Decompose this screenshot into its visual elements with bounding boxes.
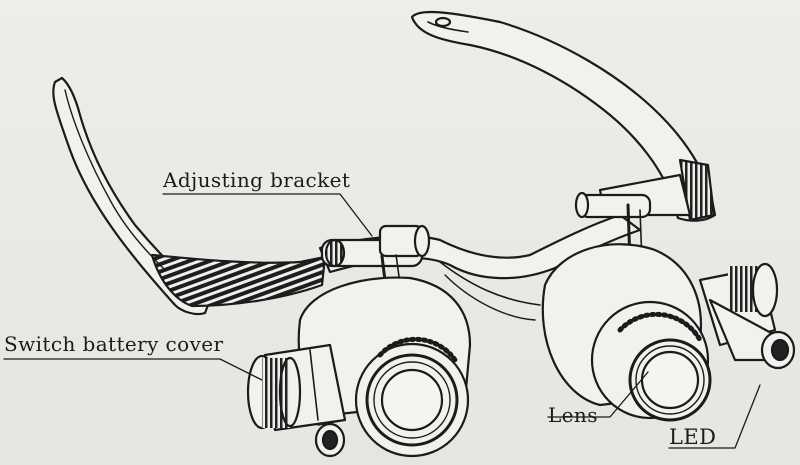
left-eyepiece bbox=[297, 276, 472, 458]
right-eyepiece bbox=[541, 243, 712, 422]
leader-switch-battery-cover bbox=[3, 358, 263, 381]
adjusting-bracket-label: Adjusting bracket bbox=[163, 168, 351, 192]
adjusting-bracket bbox=[320, 224, 431, 326]
left-temple-arm bbox=[52, 76, 327, 316]
led-label: LED bbox=[669, 425, 717, 449]
lens-label: Lens bbox=[548, 403, 598, 427]
frame-bridge bbox=[318, 213, 642, 321]
pivot-bracket-right bbox=[574, 191, 652, 264]
switch-battery-cover-label: Switch battery cover bbox=[4, 332, 224, 356]
leader-adjusting-bracket bbox=[162, 193, 373, 237]
left-led-housing bbox=[246, 343, 347, 458]
leader-led bbox=[668, 384, 761, 449]
right-temple-arm bbox=[410, 10, 717, 222]
right-led-housing bbox=[698, 262, 796, 370]
leader-lines bbox=[3, 193, 761, 449]
leader-lens bbox=[547, 371, 649, 418]
